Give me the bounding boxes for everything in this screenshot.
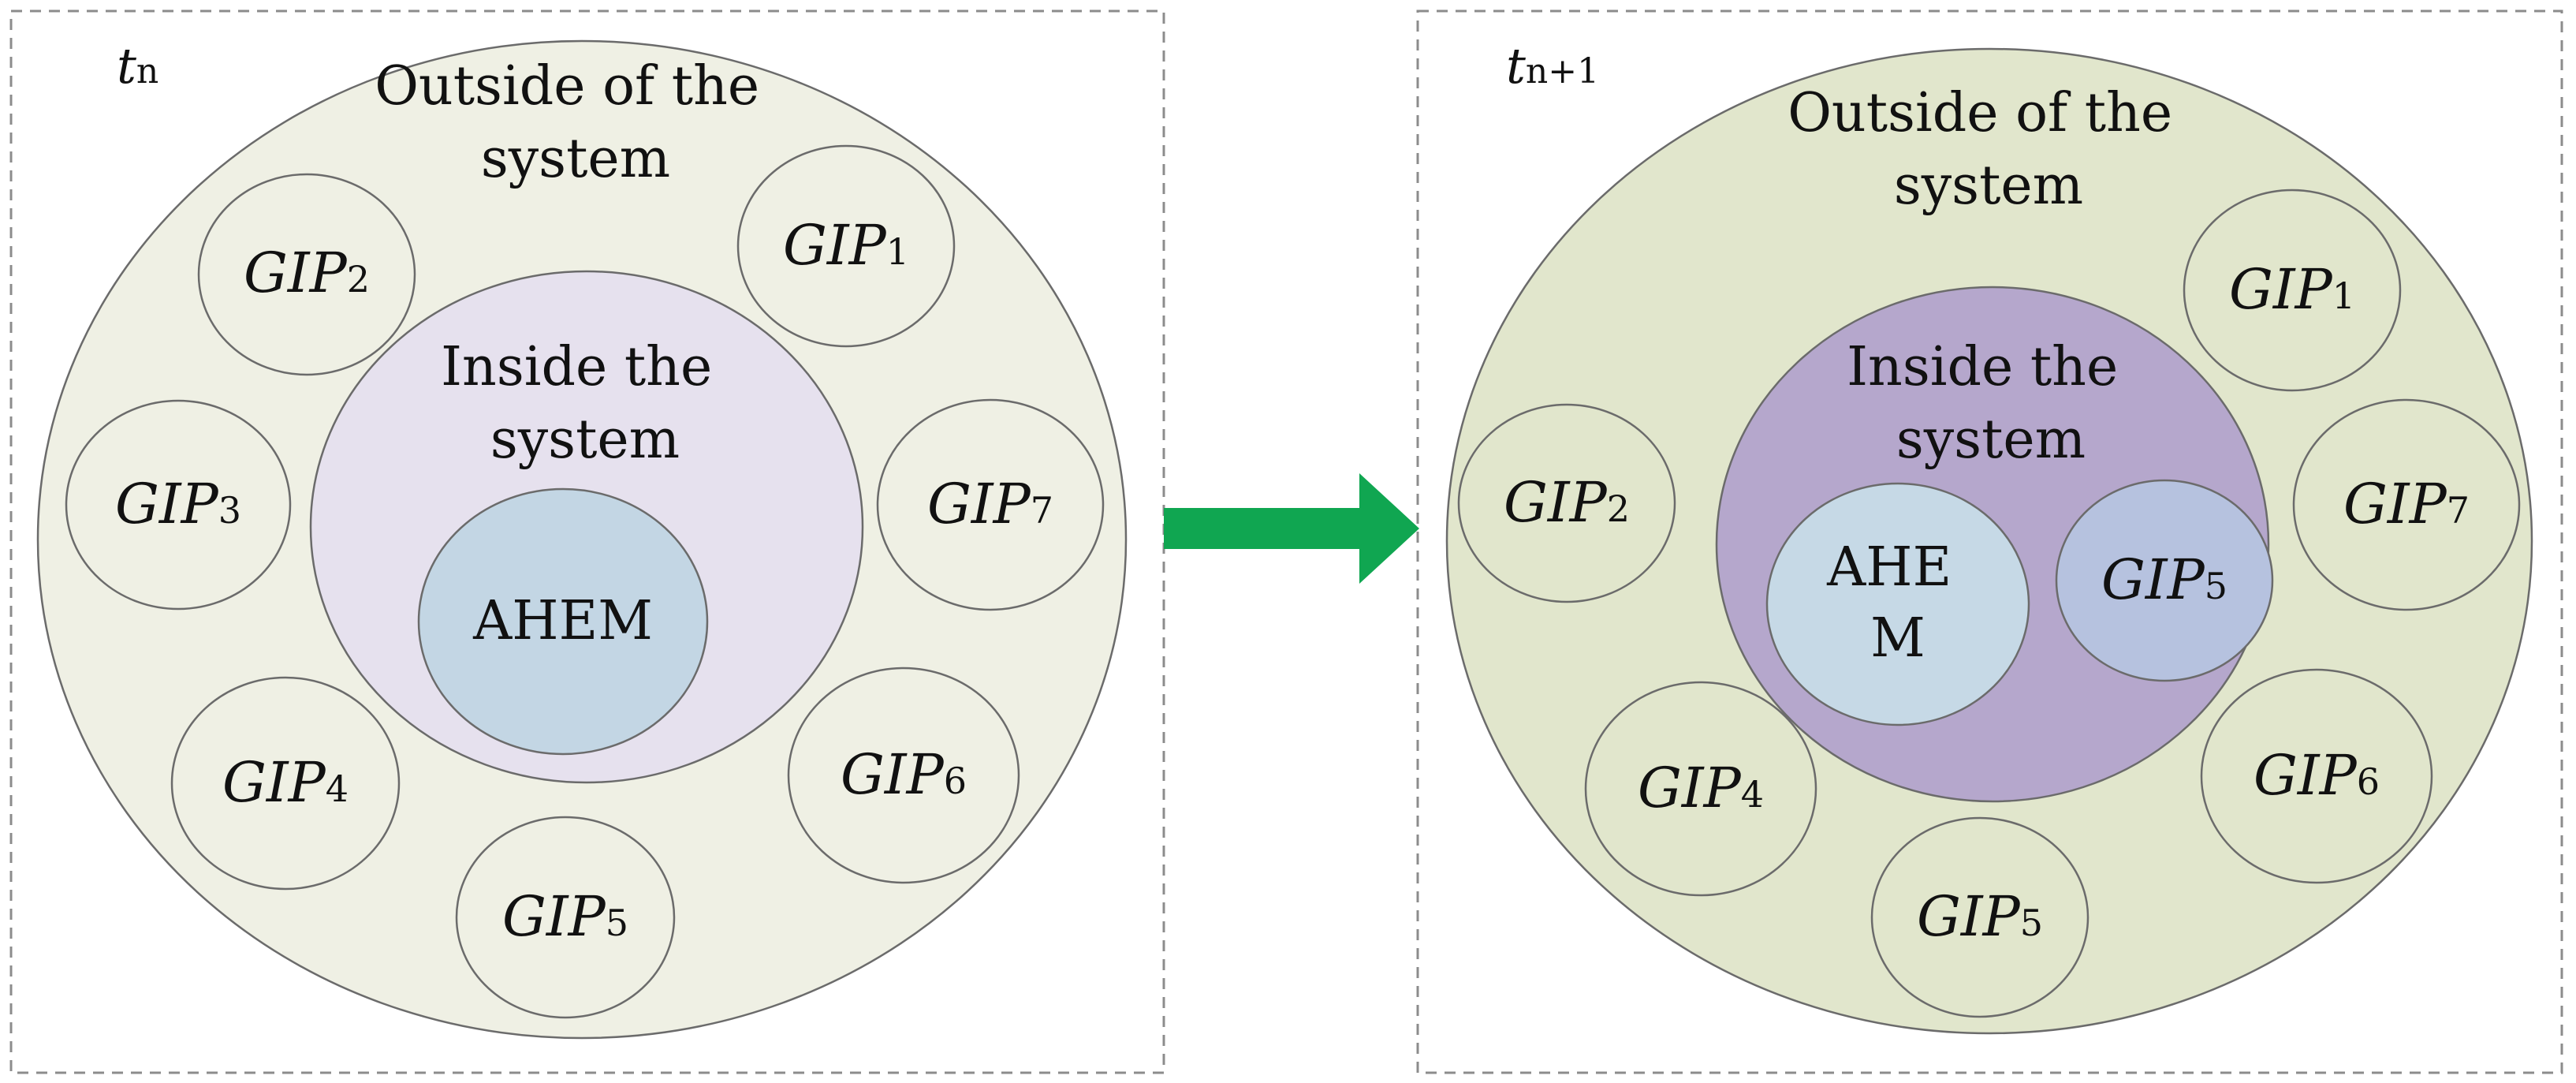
right-gip1-circle xyxy=(2183,189,2402,392)
right-panel: tn+1 Outside of the system GIP1 GIP2 GIP… xyxy=(1416,9,2563,1074)
left-gip2-label: GIP2 xyxy=(244,241,370,305)
left-inside-label: Inside the system xyxy=(441,336,729,471)
right-inner-gip5-circle xyxy=(2055,479,2274,682)
left-gip5-label: GIP5 xyxy=(502,884,628,949)
right-gip4-label: GIP4 xyxy=(1638,756,1764,820)
right-gip2-circle xyxy=(1457,403,1676,603)
transition-arrow xyxy=(1164,473,1419,584)
left-gip6-circle xyxy=(787,667,1020,884)
right-gip6-circle xyxy=(2200,668,2433,884)
right-gip5-label: GIP5 xyxy=(1917,884,2043,949)
left-gip4-label: GIP4 xyxy=(222,750,349,815)
left-gip2-circle xyxy=(197,173,416,376)
right-ahem-label: AHE M xyxy=(1826,536,1969,670)
left-gip7-circle xyxy=(876,398,1105,611)
right-inside-label: Inside the system xyxy=(1847,336,2135,471)
right-gip7-circle xyxy=(2292,398,2521,611)
right-gip6-label: GIP6 xyxy=(2254,743,2380,808)
left-outside-label: Outside of the system xyxy=(375,55,777,190)
right-gip1-label: GIP1 xyxy=(2229,257,2355,322)
left-gip7-label: GIP7 xyxy=(927,472,1053,536)
left-gip6-label: GIP6 xyxy=(841,742,967,807)
left-gip5-circle xyxy=(455,816,676,1019)
right-gip4-circle xyxy=(1584,681,1817,897)
left-time-label: tn xyxy=(117,37,158,95)
left-ahem-circle xyxy=(417,487,709,756)
left-gip1-label: GIP1 xyxy=(783,213,909,278)
left-gip3-circle xyxy=(65,399,292,611)
right-outside-label: Outside of the system xyxy=(1788,82,2190,217)
right-ahem-circle xyxy=(1765,482,2030,726)
left-ahem-label: AHEM xyxy=(472,590,653,652)
right-gip5-circle xyxy=(1870,816,2090,1018)
right-time-label: tn+1 xyxy=(1506,37,1599,95)
right-panel-frame xyxy=(1416,9,2563,1074)
right-inner-gip5-label: GIP5 xyxy=(2101,547,2227,612)
left-panel-frame xyxy=(9,9,1165,1074)
right-gip7-label: GIP7 xyxy=(2343,472,2470,536)
left-gip4-circle xyxy=(170,676,401,891)
left-gip1-circle xyxy=(736,144,956,348)
right-gip2-label: GIP2 xyxy=(1504,470,1630,535)
left-gip3-label: GIP3 xyxy=(115,472,241,536)
left-panel: tn Outside of the system GIP1 GIP2 GIP3 … xyxy=(9,9,1165,1074)
